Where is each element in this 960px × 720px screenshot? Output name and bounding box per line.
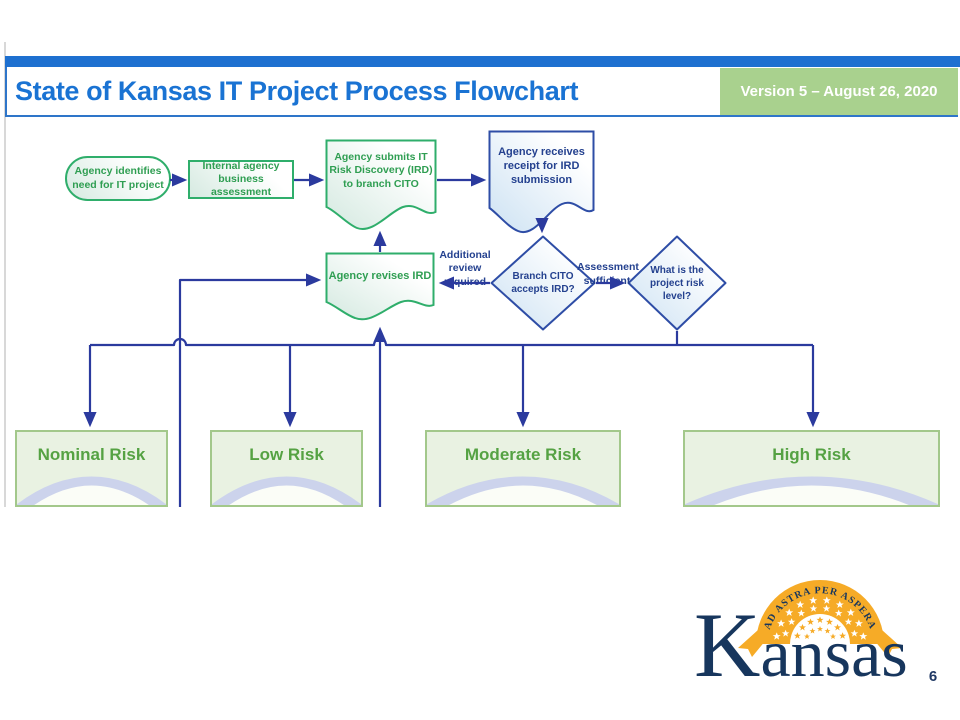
- node-revise-ird-document: Agency revises IRD: [325, 252, 435, 324]
- document-shape: [488, 130, 595, 234]
- wave-decoration: [685, 476, 938, 505]
- node-label: Agency receives receipt for IRD submissi…: [498, 145, 585, 187]
- decision-risk-level: What is the project risk level?: [627, 235, 727, 331]
- page-number: 6: [928, 668, 938, 685]
- risk-box-moderate: Moderate Risk: [425, 430, 621, 507]
- risk-box-low: Low Risk: [210, 430, 363, 507]
- node-label: Internal agency business assessment: [202, 159, 280, 199]
- risk-label: Nominal Risk: [37, 445, 146, 464]
- edge-label-additional-review: Additional review required: [439, 248, 491, 288]
- risk-box-nominal: Nominal Risk: [15, 430, 168, 507]
- document-shape: [325, 252, 435, 321]
- kansas-logo: AD ASTRA PER ASPERA K ansas: [694, 580, 908, 696]
- distribution-line: [90, 337, 813, 347]
- document-shape: [325, 139, 437, 231]
- diamond-shape: [490, 235, 596, 331]
- logo-wordmark-initial: K: [694, 594, 760, 696]
- node-label: Branch CITO accepts IRD?: [511, 271, 575, 295]
- risk-label: High Risk: [772, 445, 851, 464]
- title-accent-bar: [5, 56, 960, 67]
- decision-cito-accepts: Branch CITO accepts IRD?: [490, 235, 596, 331]
- node-label: Agency submits IT Risk Discovery (IRD) t…: [329, 150, 433, 190]
- node-internal-assessment: Internal agency business assessment: [188, 160, 294, 199]
- page-title: State of Kansas IT Project Process Flowc…: [15, 75, 579, 106]
- risk-box-high: High Risk: [683, 430, 940, 507]
- logo-wordmark: K ansas: [694, 594, 908, 696]
- edge-label-assessment-sufficient: Assessment sufficient: [577, 261, 639, 287]
- image-left-border: [4, 42, 6, 507]
- risk-label: Moderate Risk: [464, 445, 582, 464]
- logo-wordmark-rest: ansas: [760, 615, 907, 691]
- wave-decoration: [17, 476, 166, 505]
- version-badge: Version 5 – August 26, 2020: [720, 68, 958, 115]
- node-agency-identifies-need: Agency identifies need for IT project: [65, 156, 171, 201]
- diamond-shape: [627, 235, 727, 331]
- wave-decoration: [427, 476, 619, 505]
- wave-decoration: [212, 476, 361, 505]
- node-label: Agency identifies need for IT project: [72, 165, 164, 191]
- node-receipt-document: Agency receives receipt for IRD submissi…: [488, 130, 595, 237]
- node-label: Agency revises IRD: [328, 269, 432, 282]
- node-submit-ird-document: Agency submits IT Risk Discovery (IRD) t…: [325, 139, 437, 231]
- node-label: What is the project risk level?: [650, 264, 704, 302]
